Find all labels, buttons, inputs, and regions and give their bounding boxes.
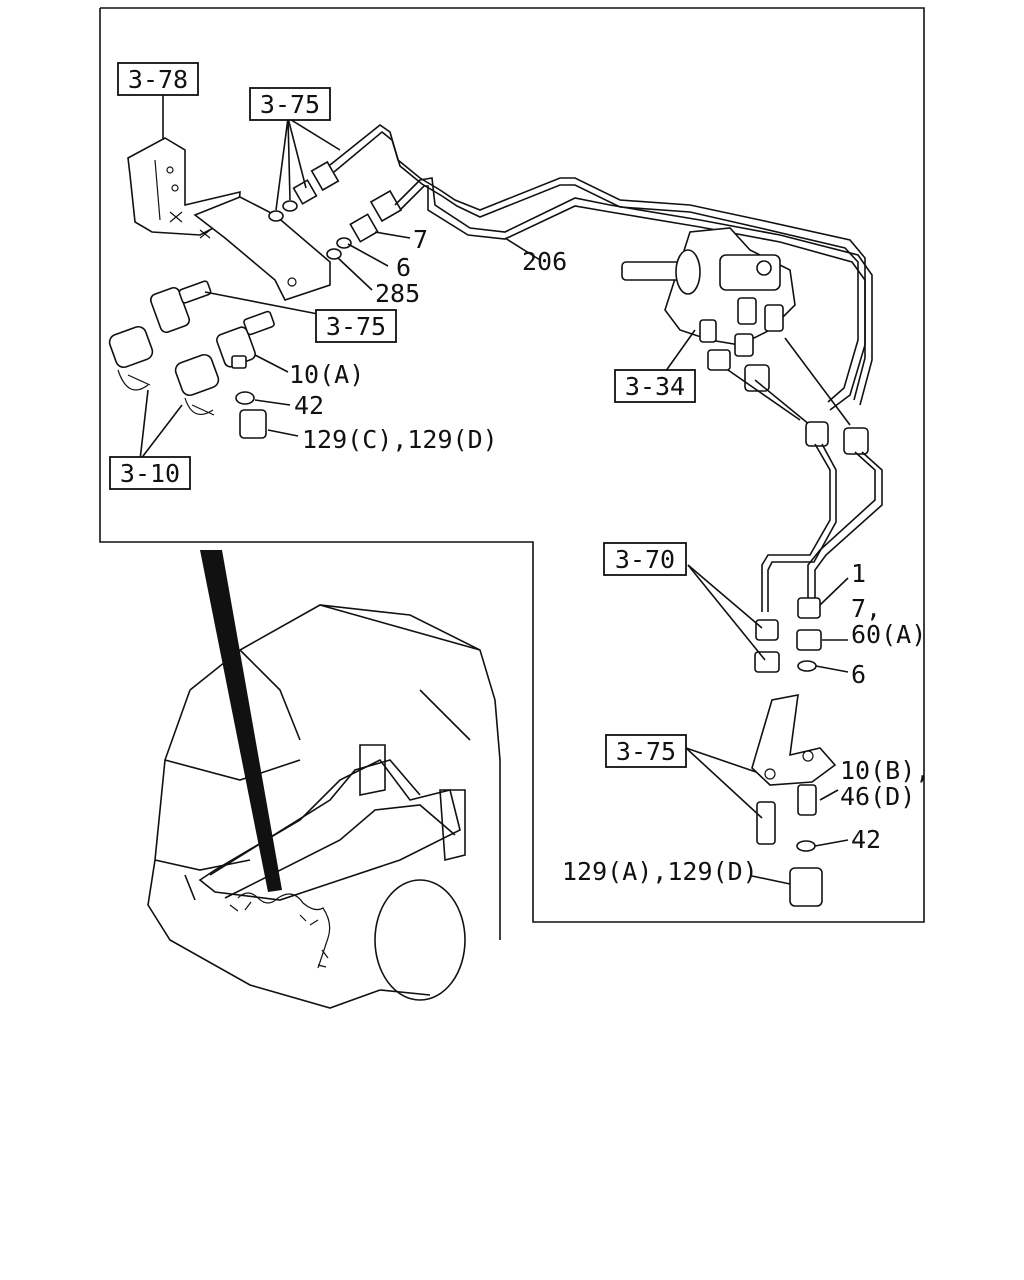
ref-box-3-78: 3-78	[117, 62, 199, 96]
callout-206: 206	[522, 247, 567, 276]
valve-assembly	[621, 227, 851, 426]
truck-overview	[147, 550, 501, 1009]
callout-7-right: 7,	[851, 594, 881, 623]
ref-label: 3-75	[260, 90, 320, 119]
callout-1: 1	[851, 559, 866, 588]
callout-42-bottom: 42	[851, 825, 881, 854]
callout-129cd: 129(C),129(D)	[302, 425, 498, 454]
nut-washer-stack	[326, 189, 411, 291]
callout-6-top: 6	[396, 253, 411, 282]
brake-pipe-206	[329, 124, 873, 411]
ref-label: 3-75	[326, 312, 386, 341]
ref-box-3-70: 3-70	[603, 542, 687, 576]
callout-60a: 60(A)	[851, 620, 926, 649]
callout-10a: 10(A)	[289, 360, 364, 389]
callout-285: 285	[375, 279, 420, 308]
ref-box-3-34: 3-34	[614, 369, 696, 403]
ref-box-3-75-bottom: 3-75	[605, 734, 687, 768]
mounting-bracket	[127, 95, 331, 301]
ref-label: 3-10	[120, 459, 180, 488]
ref-label: 3-34	[625, 372, 685, 401]
top-fittings	[268, 117, 341, 222]
callout-46d: 46(D)	[840, 782, 915, 811]
callout-10b: 10(B),	[840, 756, 930, 785]
ref-box-3-10: 3-10	[109, 456, 191, 490]
lower-bracket-375	[685, 694, 849, 907]
callout-42-top: 42	[294, 391, 324, 420]
ref-box-3-75-mid: 3-75	[315, 309, 397, 343]
callout-129ad: 129(A),129(D)	[562, 857, 758, 886]
ref-box-3-75-top: 3-75	[249, 87, 331, 121]
detail-frame	[99, 7, 925, 923]
left-switches	[108, 280, 319, 461]
right-pipe-fittings	[761, 421, 883, 612]
callout-7-top: 7	[413, 225, 428, 254]
ref-label: 3-75	[616, 737, 676, 766]
callout-6-right: 6	[851, 660, 866, 689]
ref-label: 3-78	[128, 65, 188, 94]
ref-label: 3-70	[615, 545, 675, 574]
lower-fittings-370	[687, 564, 849, 673]
